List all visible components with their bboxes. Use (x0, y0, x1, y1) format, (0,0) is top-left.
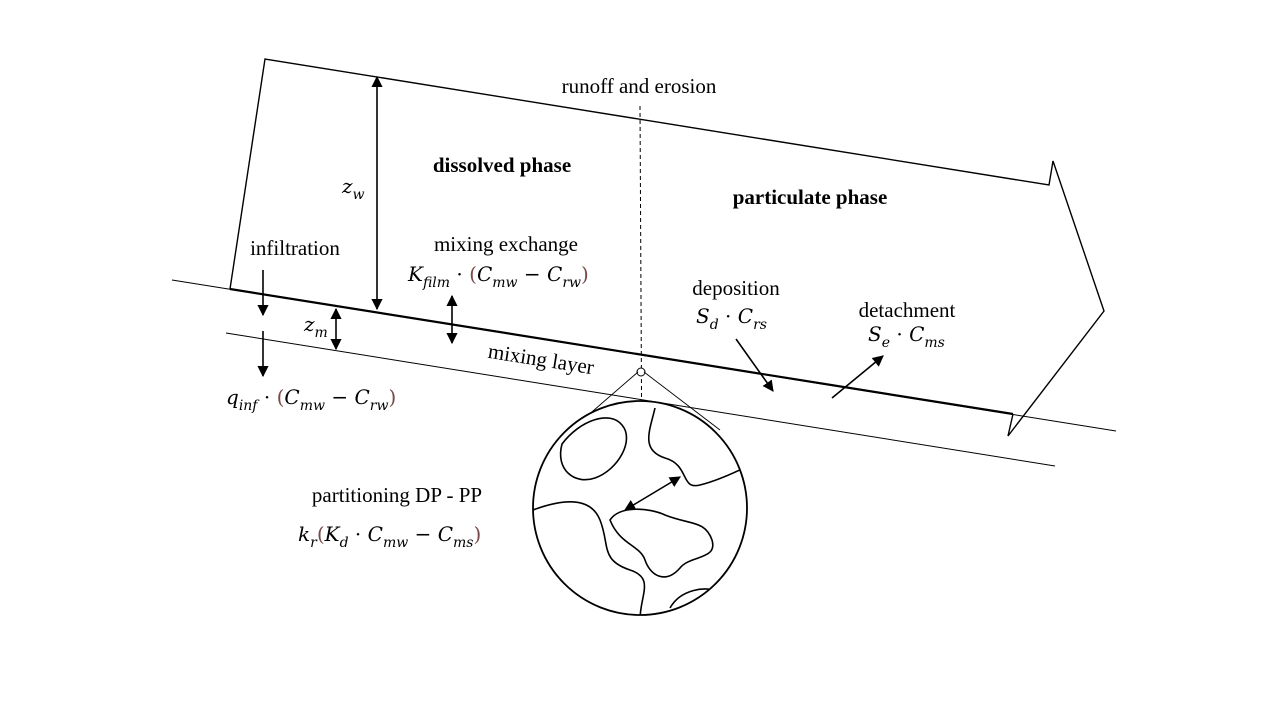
dissolved-phase-label: dissolved phase (433, 153, 571, 177)
particulate-phase-label: particulate phase (733, 185, 888, 209)
deposition-label: deposition (692, 276, 780, 300)
zm-symbol: zm (303, 312, 328, 341)
detachment-arrow (831, 355, 884, 399)
surface-extension-line (171, 279, 1117, 432)
detachment-label: detachment (859, 298, 956, 322)
zoom-point (636, 367, 646, 377)
infiltration-label: infiltration (250, 236, 340, 260)
mixing-layer-bottom-line (225, 332, 1056, 467)
kr-equation: kr(Kd · Cmw − Cms) (298, 522, 481, 551)
flow-arrow-outline (229, 58, 1105, 437)
runoff-erosion-label: runoff and erosion (562, 74, 717, 98)
qinf-equation: qinf · (Cmw − Crw) (226, 385, 396, 414)
se-equation: Se · Cms (868, 322, 945, 351)
deposition-arrow (735, 338, 774, 392)
sd-equation: Sd · Crs (696, 304, 767, 333)
zoom-cone-right (643, 371, 721, 431)
partitioning-label: partitioning DP - PP (312, 483, 482, 507)
soil-particle-zoom (532, 400, 748, 616)
mixing-exchange-label: mixing exchange (434, 232, 578, 256)
kfilm-equation: Kfilm · (Cmw − Crw) (407, 262, 589, 291)
zw-symbol: zw (341, 174, 365, 203)
